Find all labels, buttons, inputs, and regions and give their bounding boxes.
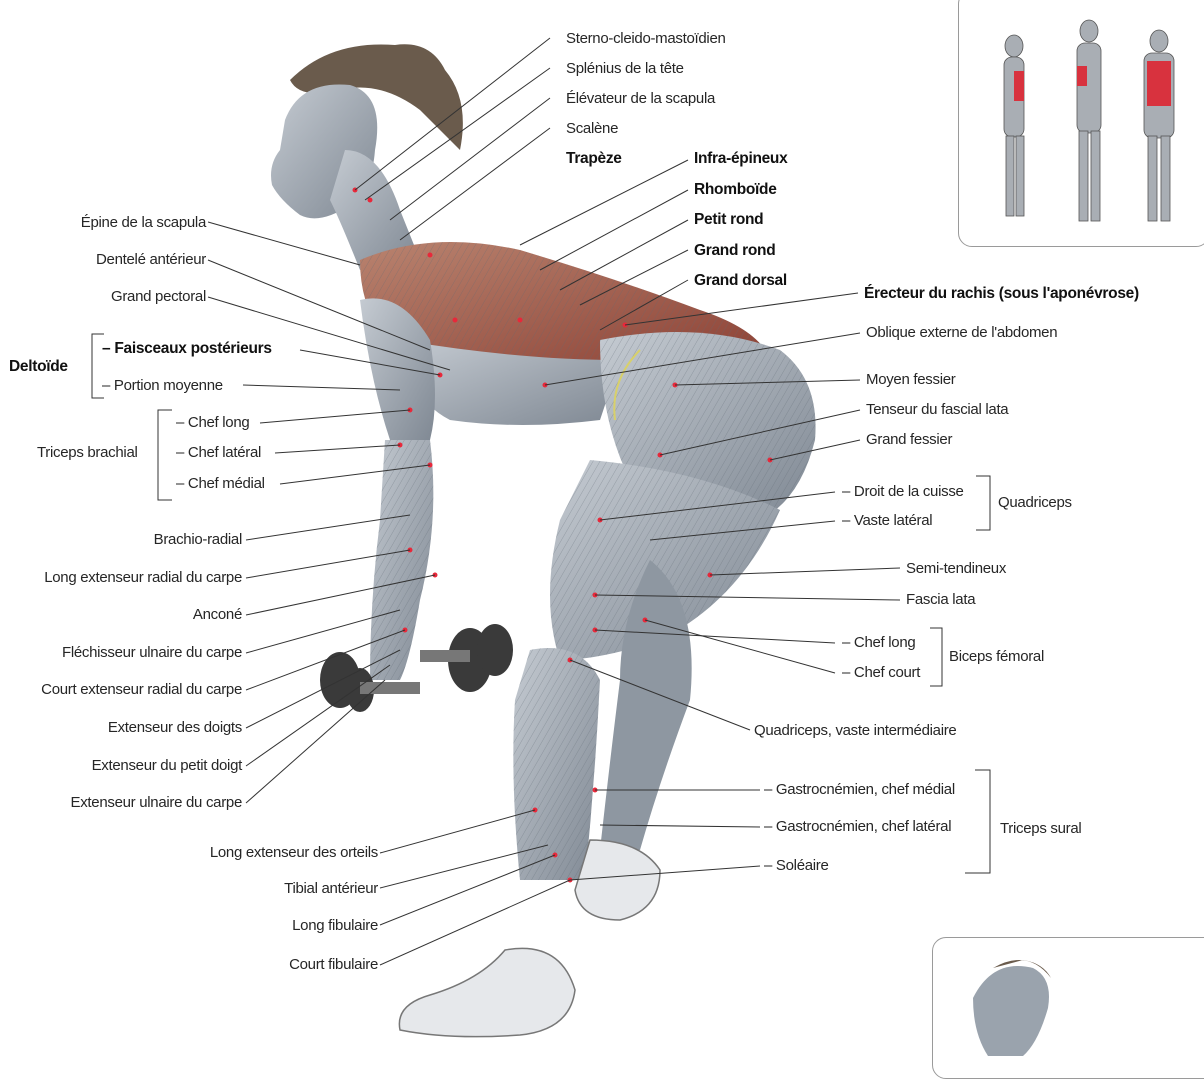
head-thumbnail: [932, 937, 1204, 1079]
anatomy-diagram: Sterno-cleido-mastoïdien Splénius de la …: [0, 0, 1204, 1057]
label-long-fibulaire: Long fibulaire: [292, 917, 378, 935]
label-vaste-lateral: – Vaste latéral: [842, 512, 932, 530]
label-triceps-chef-long: – Chef long: [176, 414, 249, 432]
label-vaste-intermediaire: Quadriceps, vaste intermédiaire: [754, 722, 956, 740]
label-petit-rond: Petit rond: [694, 211, 763, 229]
label-tibial-anterieur: Tibial antérieur: [284, 880, 378, 898]
label-elevateur-scapula: Élévateur de la scapula: [566, 90, 715, 108]
label-triceps-brachial-group: Triceps brachial: [37, 444, 138, 462]
label-triceps-chef-medial: – Chef médial: [176, 475, 265, 493]
label-infra-epineux: Infra-épineux: [694, 150, 787, 168]
label-brachio-radial: Brachio-radial: [154, 531, 242, 549]
label-splenius: Splénius de la tête: [566, 60, 684, 78]
label-deltoide-group: Deltoïde: [9, 358, 68, 376]
label-ancone: Anconé: [193, 606, 242, 624]
head-icon: [933, 938, 1204, 1058]
label-extenseur-doigts: Extenseur des doigts: [108, 719, 242, 737]
label-gastrocnemien-medial: – Gastrocnémien, chef médial: [764, 781, 955, 799]
label-extenseur-petit-doigt: Extenseur du petit doigt: [92, 757, 242, 775]
label-oblique-externe: Oblique externe de l'abdomen: [866, 324, 1057, 342]
label-flechisseur-ulnaire: Fléchisseur ulnaire du carpe: [62, 644, 242, 662]
label-tenseur-fascia-lata: Tenseur du fascial lata: [866, 401, 1008, 419]
label-quadriceps-group: Quadriceps: [998, 494, 1072, 512]
label-scalene: Scalène: [566, 120, 618, 138]
label-grand-dorsal: Grand dorsal: [694, 272, 787, 290]
label-long-extenseur-orteils: Long extenseur des orteils: [210, 844, 378, 862]
label-sterno-cleido-mastoidien: Sterno-cleido-mastoïdien: [566, 30, 726, 48]
label-epine-scapula: Épine de la scapula: [81, 214, 206, 232]
label-soleaire: – Soléaire: [764, 857, 829, 875]
label-biceps-femoral-group: Biceps fémoral: [949, 648, 1044, 666]
label-erecteur-rachis: Érecteur du rachis (sous l'aponévrose): [864, 285, 1139, 303]
label-gastrocnemien-lateral: – Gastrocnémien, chef latéral: [764, 818, 951, 836]
label-rhomboide: Rhomboïde: [694, 181, 777, 199]
label-extenseur-ulnaire: Extenseur ulnaire du carpe: [71, 794, 242, 812]
label-grand-fessier: Grand fessier: [866, 431, 952, 449]
label-court-extenseur-radial: Court extenseur radial du carpe: [41, 681, 242, 699]
muscle-map-thumbnail: [958, 0, 1204, 247]
label-long-extenseur-radial: Long extenseur radial du carpe: [44, 569, 242, 587]
label-triceps-chef-lateral: – Chef latéral: [176, 444, 261, 462]
label-semi-tendineux: Semi-tendineux: [906, 560, 1006, 578]
label-portion-moyenne: – Portion moyenne: [102, 377, 223, 395]
label-court-fibulaire: Court fibulaire: [289, 956, 378, 974]
label-triceps-sural-group: Triceps sural: [1000, 820, 1081, 838]
label-biceps-chef-court: – Chef court: [842, 664, 920, 682]
label-grand-pectoral: Grand pectoral: [111, 288, 206, 306]
label-biceps-chef-long: – Chef long: [842, 634, 915, 652]
label-trapeze: Trapèze: [566, 150, 622, 168]
three-figures-icon: [959, 0, 1204, 241]
label-faisceaux-posterieurs: – Faisceaux postérieurs: [102, 340, 272, 358]
label-dentele-anterieur: Dentelé antérieur: [96, 251, 206, 269]
label-grand-rond: Grand rond: [694, 242, 775, 260]
label-droit-cuisse: – Droit de la cuisse: [842, 483, 964, 501]
label-moyen-fessier: Moyen fessier: [866, 371, 955, 389]
label-fascia-lata: Fascia lata: [906, 591, 975, 609]
